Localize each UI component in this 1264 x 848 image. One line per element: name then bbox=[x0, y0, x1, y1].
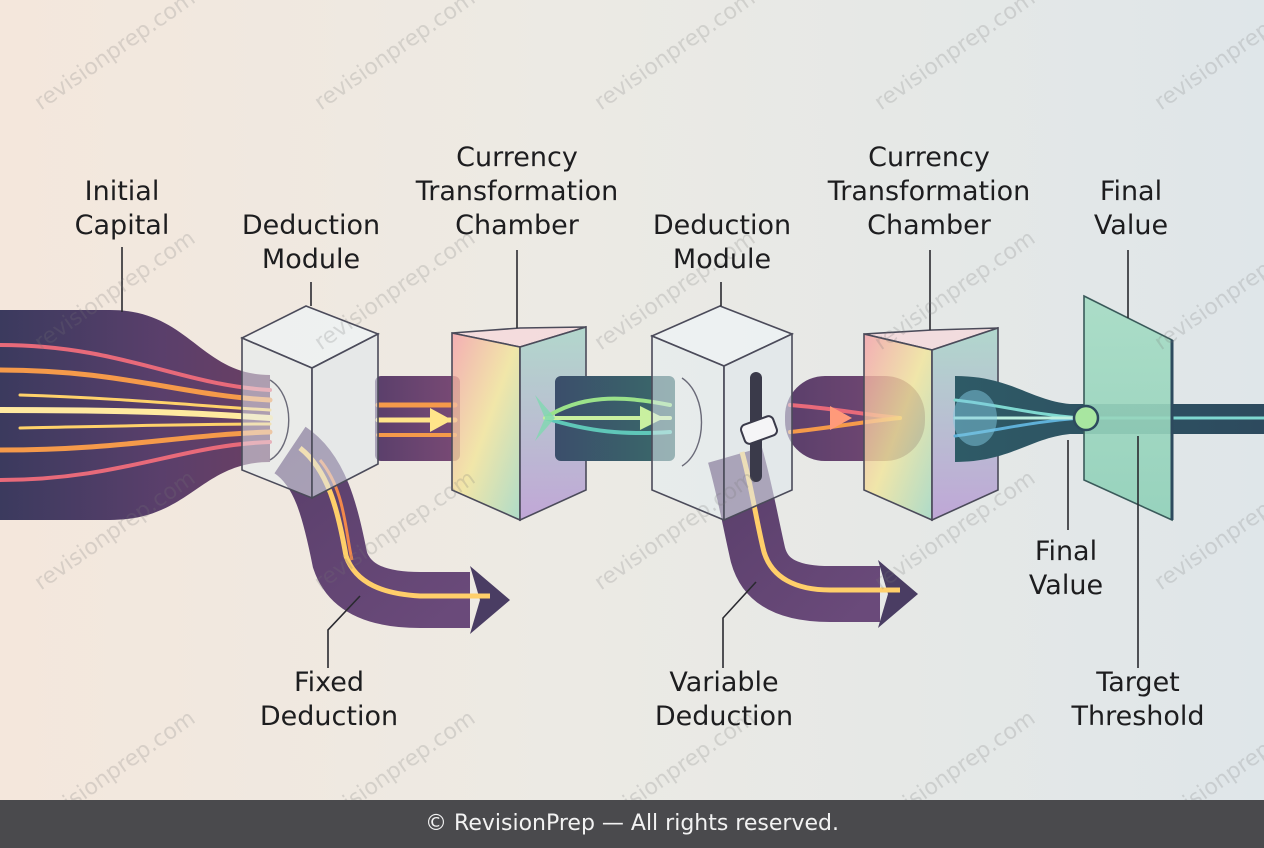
initial-capital-funnel bbox=[0, 310, 270, 520]
variable-deduction-arrowhead bbox=[878, 560, 918, 628]
final-value-marker bbox=[1072, 404, 1100, 432]
currency-chamber-1 bbox=[451, 325, 587, 522]
output-glow bbox=[953, 390, 997, 446]
chamber-1-exit-chevron bbox=[535, 395, 555, 441]
fixed-deduction-arrowhead bbox=[470, 566, 510, 634]
leader-lines bbox=[121, 247, 1139, 668]
target-threshold-gate bbox=[1083, 294, 1173, 522]
pipe-1-arrow bbox=[430, 408, 452, 432]
deduction-module-2 bbox=[649, 305, 795, 522]
copyright-footer: © RevisionPrep — All rights reserved. bbox=[0, 800, 1264, 848]
pipe-3-arrow bbox=[830, 406, 852, 430]
deduction-module-1 bbox=[240, 305, 380, 500]
variable-slider-knob bbox=[740, 415, 778, 445]
flow-diagram bbox=[0, 247, 1264, 668]
